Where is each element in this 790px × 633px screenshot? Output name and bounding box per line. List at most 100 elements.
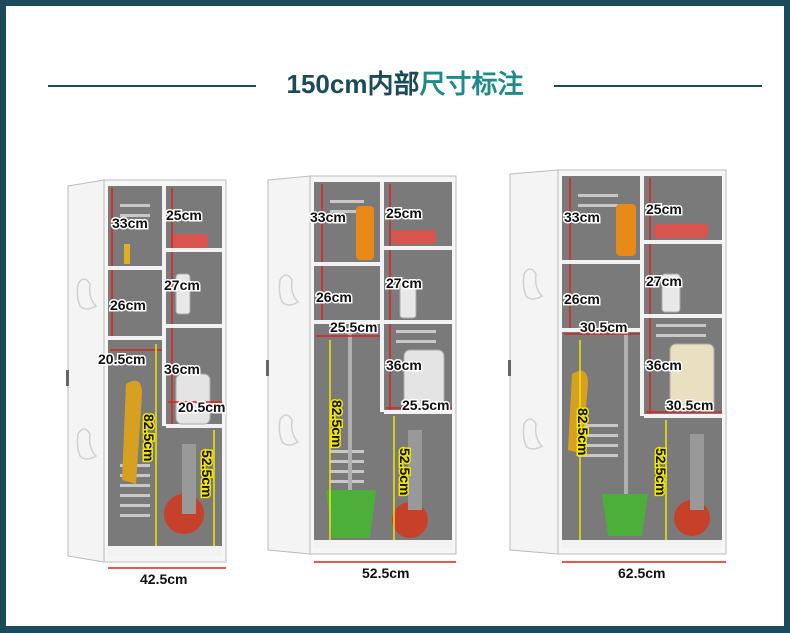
height-lines xyxy=(329,340,395,540)
shelf xyxy=(166,248,222,252)
shelf xyxy=(384,246,452,250)
dimension-lines xyxy=(108,188,226,569)
title-part-1: 150cm内部 xyxy=(286,69,420,99)
brush-item xyxy=(124,244,130,264)
door-handle xyxy=(266,360,269,376)
label-upper-left: 33cm xyxy=(112,215,148,231)
divider-panel xyxy=(380,182,384,412)
label-tall: 82.5cm xyxy=(575,408,591,455)
vacuum-body xyxy=(408,430,422,510)
height-lines xyxy=(579,340,667,540)
jug-item xyxy=(175,373,211,425)
shelf xyxy=(562,260,640,264)
bucket-item xyxy=(326,490,376,538)
label-lower: 52.5cm xyxy=(653,448,669,495)
cabinet-door xyxy=(267,175,311,555)
door-carving xyxy=(278,274,300,446)
label-right-shelf-width: 20.5cm xyxy=(178,399,225,415)
label-left-mid: 26cm xyxy=(316,289,352,305)
divider-panel xyxy=(162,186,166,426)
towel-item xyxy=(654,224,708,238)
cabinet-door xyxy=(509,169,559,555)
cabinet-floor xyxy=(314,540,452,548)
door-carving xyxy=(76,278,98,460)
label-left-mid: 26cm xyxy=(564,291,600,307)
towel-item xyxy=(392,230,436,244)
mop-item xyxy=(624,334,628,494)
vent-slots xyxy=(578,194,706,457)
label-shelf-width: 20.5cm xyxy=(98,351,145,367)
shelf xyxy=(562,328,640,332)
vacuum-body xyxy=(690,434,704,510)
cabinet-42: 33cm 25cm 26cm 27cm 20.5cm 36cm 20.5cm 8… xyxy=(66,179,227,589)
shelf xyxy=(314,262,380,266)
shelf xyxy=(384,410,452,414)
label-r1: 25cm xyxy=(166,207,202,223)
shelf xyxy=(644,414,722,418)
cabinet-62: 33cm 25cm 26cm 27cm 30.5cm 36cm 30.5cm 8… xyxy=(508,169,727,583)
cabinet-door xyxy=(67,179,105,563)
title-row: 150cm内部尺寸标注 xyxy=(6,64,784,104)
label-r3: 36cm xyxy=(386,357,422,373)
bottle-item xyxy=(661,273,681,313)
label-r1: 25cm xyxy=(646,201,682,217)
label-tall: 82.5cm xyxy=(329,400,345,447)
bottle-item xyxy=(616,204,636,256)
label-width: 62.5cm xyxy=(618,565,665,581)
title-part-2: 尺寸标注 xyxy=(419,69,524,99)
dimension-lines xyxy=(314,184,456,563)
vacuum-body xyxy=(182,444,196,514)
towel-item xyxy=(172,234,208,248)
shelf xyxy=(644,240,722,244)
divider-panel xyxy=(640,176,644,416)
page-title: 150cm内部尺寸标注 xyxy=(256,64,554,101)
shelf xyxy=(108,336,162,340)
label-upper-left: 33cm xyxy=(310,209,346,225)
label-right-shelf-width: 25.5cm xyxy=(402,397,449,413)
label-r3: 36cm xyxy=(646,357,682,373)
dustpan-item xyxy=(568,370,588,454)
label-shelf-width: 30.5cm xyxy=(580,319,627,335)
door-handle xyxy=(508,360,511,376)
label-tall: 82.5cm xyxy=(141,414,157,461)
shelf xyxy=(644,314,722,318)
label-right-shelf-width: 30.5cm xyxy=(666,397,713,413)
label-r3: 36cm xyxy=(164,361,200,377)
shelf xyxy=(166,324,222,328)
cabinet-52: 33cm 25cm 26cm 27cm 25.5cm 36cm 25.5cm 8… xyxy=(266,175,457,583)
label-lower: 52.5cm xyxy=(397,448,413,495)
vacuum-item xyxy=(392,502,428,538)
bottle-item xyxy=(175,273,191,315)
cabinet-floor xyxy=(108,546,222,556)
label-r2: 27cm xyxy=(386,275,422,291)
bottle-item xyxy=(356,206,374,260)
label-left-mid: 26cm xyxy=(110,297,146,313)
door-carving xyxy=(522,268,544,450)
cabinet-floor xyxy=(562,540,722,548)
label-r2: 27cm xyxy=(164,277,200,293)
vent-slots xyxy=(330,200,436,483)
bottle-item xyxy=(399,279,417,319)
label-width: 52.5cm xyxy=(362,565,409,581)
label-upper-left: 33cm xyxy=(564,209,600,225)
product-image: 150cm内部尺寸标注 xyxy=(6,6,784,626)
shelf xyxy=(166,424,222,428)
door-handle xyxy=(66,370,69,386)
shelf xyxy=(108,266,162,270)
bucket-item xyxy=(602,494,648,536)
label-shelf-width: 25.5cm xyxy=(330,319,377,335)
height-lines xyxy=(155,344,215,546)
label-width: 42.5cm xyxy=(140,571,187,587)
shelf xyxy=(384,320,452,324)
dustpan-item xyxy=(122,380,142,484)
mop-item xyxy=(348,330,352,490)
shelf xyxy=(314,320,380,324)
bag-item xyxy=(669,343,715,411)
label-r2: 27cm xyxy=(646,273,682,289)
title-divider-right xyxy=(554,85,762,87)
title-divider-left xyxy=(48,85,256,87)
label-lower: 52.5cm xyxy=(199,450,215,497)
dimension-lines xyxy=(562,178,726,563)
label-r1: 25cm xyxy=(386,205,422,221)
